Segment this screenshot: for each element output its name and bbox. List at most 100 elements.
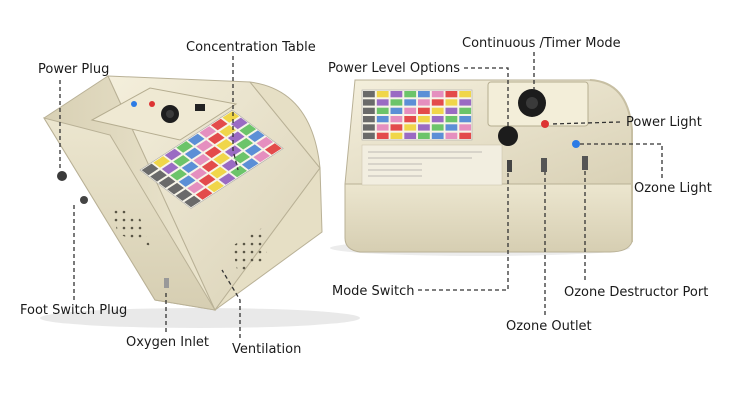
table-cell: [376, 124, 389, 131]
table-cell: [158, 176, 176, 189]
left-device: [40, 75, 360, 328]
table-cell: [204, 146, 222, 159]
left-oxygen-inlet-icon: [164, 278, 169, 288]
table-cell: [175, 189, 193, 201]
table-cell: [170, 168, 187, 181]
left-power-light-icon: [149, 101, 155, 107]
left-device-shadow: [40, 308, 360, 328]
callout-labels: Power Plug Concentration Table Foot Swit…: [20, 36, 712, 357]
table-cell: [190, 167, 207, 180]
label-power-level-options: Power Level Options: [328, 61, 460, 76]
table-cell: [445, 132, 458, 139]
table-cell: [153, 156, 170, 168]
label-foot-switch-plug: Foot Switch Plug: [20, 303, 127, 318]
table-cell: [233, 151, 251, 164]
table-cell: [363, 132, 375, 139]
table-cell: [376, 107, 389, 114]
table-cell: [445, 124, 458, 131]
right-timer-dial-center: [526, 97, 538, 109]
table-cell: [193, 153, 211, 166]
table-cell: [184, 147, 202, 160]
table-cell: [431, 116, 444, 123]
table-cell: [141, 163, 159, 176]
table-cell: [230, 117, 248, 130]
table-cell: [363, 124, 375, 131]
table-cell: [418, 91, 430, 98]
table-cell: [178, 175, 196, 187]
table-cell: [195, 188, 213, 200]
leader-ventilation: [221, 269, 241, 338]
table-cell: [218, 173, 236, 185]
table-cell: [390, 107, 403, 114]
table-cell: [376, 91, 389, 98]
table-cell: [390, 124, 403, 131]
right-mode-switch-icon: [507, 160, 512, 172]
label-concentration-table: Concentration Table: [186, 40, 316, 55]
table-cell: [184, 195, 201, 208]
right-ozone-light-icon: [572, 140, 580, 148]
table-cell: [445, 107, 458, 114]
table-cell: [241, 158, 259, 170]
leader-power-light: [549, 121, 621, 125]
table-cell: [459, 91, 472, 98]
table-cell: [363, 116, 375, 123]
table-cell: [199, 126, 217, 138]
table-cell: [376, 99, 389, 106]
left-device-right: [214, 81, 323, 311]
table-cell: [222, 111, 240, 123]
table-cell: [418, 116, 430, 123]
table-cell: [418, 107, 430, 114]
table-cell: [198, 174, 216, 186]
table-cell: [404, 91, 417, 98]
table-cell: [459, 124, 472, 131]
leader-concentration-table: [232, 56, 239, 171]
table-cell: [376, 116, 389, 123]
table-cell: [210, 166, 228, 179]
table-cell: [390, 91, 403, 98]
label-continuous-timer-mode: Continuous /Timer Mode: [462, 36, 621, 51]
table-cell: [207, 180, 224, 193]
left-ozone-light-icon: [131, 101, 137, 107]
table-cell: [445, 91, 458, 98]
table-cell: [431, 107, 444, 114]
table-cell: [390, 132, 403, 139]
table-cell: [221, 159, 239, 171]
table-cell: [431, 99, 444, 106]
right-concentration-table: [361, 89, 503, 186]
table-cell: [404, 132, 417, 139]
label-ozone-light: Ozone Light: [634, 181, 712, 196]
table-cell: [244, 144, 262, 156]
label-oxygen-inlet: Oxygen Inlet: [126, 335, 209, 350]
table-cell: [445, 116, 458, 123]
table-cell: [173, 155, 190, 167]
left-power-plug-icon: [57, 171, 67, 181]
table-cell: [224, 145, 242, 157]
table-cell: [216, 139, 234, 151]
table-cell: [150, 170, 167, 182]
table-cell: [418, 132, 430, 139]
label-ozone-outlet: Ozone Outlet: [506, 319, 592, 334]
table-cell: [390, 116, 403, 123]
table-cell: [459, 132, 472, 139]
label-ozone-destructor-port: Ozone Destructor Port: [564, 285, 708, 300]
right-instructions-panel: [361, 144, 503, 186]
label-mode-switch: Mode Switch: [332, 284, 415, 299]
table-cell: [363, 99, 375, 106]
table-cell: [264, 143, 282, 155]
table-cell: [459, 99, 472, 106]
left-dial-center: [166, 110, 174, 118]
table-cell: [418, 124, 430, 131]
table-cell: [363, 107, 375, 114]
table-cell: [390, 99, 403, 106]
label-ventilation: Ventilation: [232, 342, 301, 357]
left-switch-icon: [195, 104, 205, 111]
table-cell: [176, 141, 194, 153]
table-cell: [213, 152, 231, 165]
table-cell: [431, 91, 444, 98]
right-destructor-port-icon: [582, 156, 588, 170]
table-cell: [431, 132, 444, 139]
table-cell: [227, 131, 245, 144]
table-cell: [167, 182, 184, 195]
table-cell: [418, 99, 430, 106]
